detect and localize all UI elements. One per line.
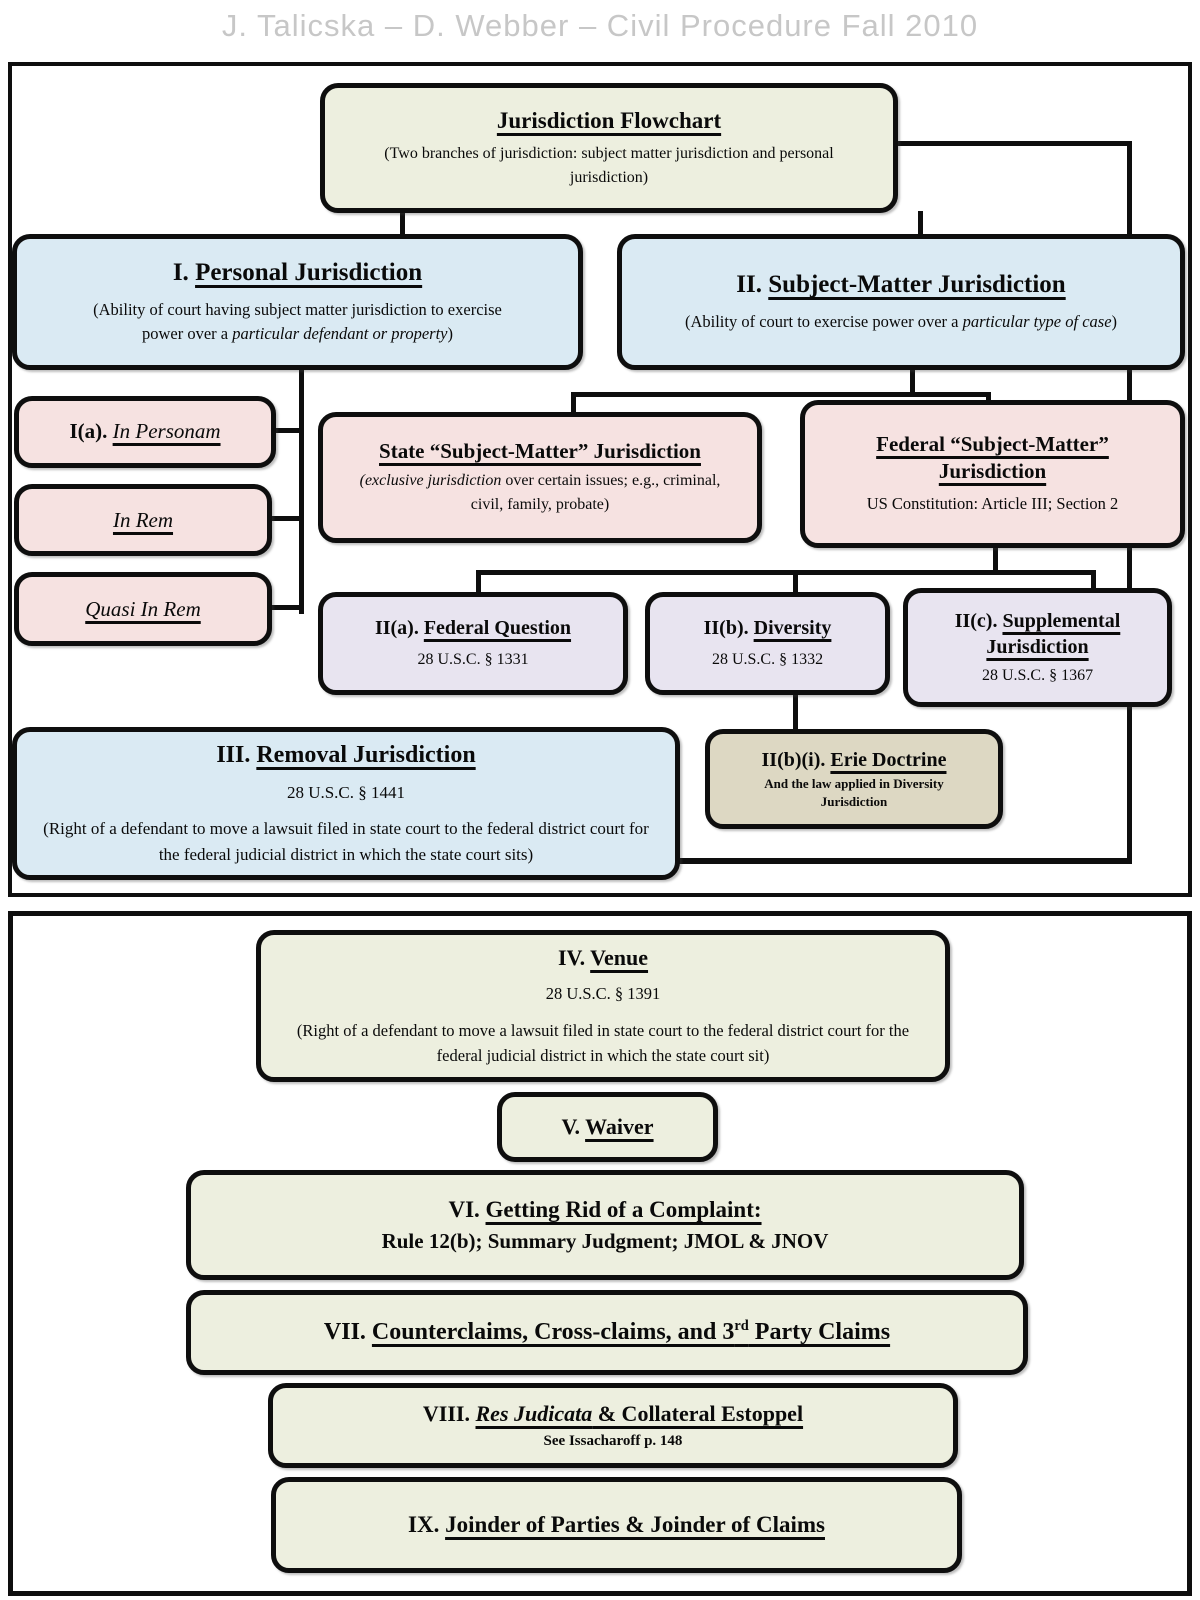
connector-removal-bottom-horizontal	[676, 858, 1132, 864]
node-personal-jurisdiction: I. Personal Jurisdiction (Ability of cou…	[12, 234, 583, 370]
connector-root-right-horizontal	[893, 141, 1132, 146]
connector-to-federal	[986, 392, 991, 402]
node-counterclaims: VII. Counterclaims, Cross-claims, and 3r…	[186, 1290, 1028, 1375]
node-in-personam: I(a). In Personam	[14, 396, 276, 468]
node-statute: 28 U.S.C. § 1331	[417, 651, 529, 668]
node-subtitle: US Constitution: Article III; Section 2	[866, 494, 1119, 514]
connector-subject-matter-stub	[910, 368, 915, 397]
node-prefix: IX.	[408, 1512, 446, 1538]
node-in-rem: In Rem	[14, 484, 272, 556]
node-joinder: IX. Joinder of Parties & Joinder of Clai…	[271, 1477, 962, 1573]
jurisdiction-section-frame	[8, 62, 1192, 897]
node-title: Waiver	[585, 1113, 654, 1139]
node-note: See Issacharoff p. 148	[543, 1432, 683, 1449]
node-quasi-in-rem: Quasi In Rem	[14, 572, 272, 646]
node-title: Res Judicata & Collateral Estoppel	[475, 1400, 804, 1426]
node-prefix: VIII.	[422, 1400, 476, 1426]
node-line2: Rule 12(b); Summary Judgment; JMOL & JNO…	[381, 1228, 829, 1253]
node-statute: 28 U.S.C. § 1391	[545, 984, 661, 1004]
connector-root-subject-matter	[918, 211, 923, 236]
node-title: In Personam	[112, 419, 221, 444]
connector-root-personal	[400, 211, 405, 236]
connector-in-personam-stub	[274, 428, 302, 433]
node-title: In Rem	[112, 507, 174, 532]
node-subtitle: (Right of a defendant to move a lawsuit …	[296, 1020, 910, 1065]
node-title: Diversity	[753, 617, 832, 639]
node-title: Supplemental Jurisdiction	[986, 609, 1121, 658]
connector-to-supplemental	[1091, 570, 1096, 590]
node-removal-jurisdiction: III. Removal Jurisdiction 28 U.S.C. § 14…	[12, 727, 680, 880]
node-supplemental-jurisdiction: II(c). Supplemental Jurisdiction 28 U.S.…	[903, 588, 1172, 707]
connector-federal-children-horizontal	[476, 570, 1096, 575]
connector-to-diversity	[793, 570, 798, 594]
node-diversity: II(b). Diversity 28 U.S.C. § 1332	[645, 592, 890, 695]
node-prefix: II(b)(i).	[761, 748, 831, 771]
node-statute: 28 U.S.C. § 1441	[286, 782, 406, 802]
node-title: Erie Doctrine	[830, 748, 947, 771]
node-title: Federal “Subject-Matter” Jurisdiction	[876, 431, 1109, 484]
node-prefix: V.	[561, 1113, 586, 1139]
connector-federal-stub	[993, 546, 998, 572]
connector-smj-horizontal	[571, 392, 991, 397]
connector-to-federal-question	[476, 570, 481, 594]
node-getting-rid-of-complaint: VI. Getting Rid of a Complaint: Rule 12(…	[186, 1170, 1024, 1280]
connector-personal-vertical	[299, 368, 304, 614]
node-title: Subject-Matter Jurisdiction	[768, 271, 1066, 299]
node-statute: 28 U.S.C. § 1332	[711, 651, 824, 668]
node-subtitle: (Right of a defendant to move a lawsuit …	[43, 819, 649, 864]
node-title: Joinder of Parties & Joinder of Claims	[445, 1512, 825, 1538]
node-state-smj: State “Subject-Matter” Jurisdiction (exc…	[318, 412, 762, 543]
node-prefix: II(c).	[954, 609, 1003, 632]
node-title: Counterclaims, Cross-claims, and 3rd Par…	[371, 1317, 891, 1345]
connector-right-to-subject-matter	[1127, 141, 1132, 238]
node-subtitle: (Ability of court having subject matter …	[93, 299, 502, 344]
node-subtitle: (Two branches of jurisdiction: subject m…	[384, 145, 834, 187]
node-federal-smj: Federal “Subject-Matter” Jurisdiction US…	[800, 400, 1185, 548]
connector-federal-to-supplemental	[1127, 544, 1132, 592]
node-prefix: I(a).	[69, 419, 113, 444]
node-waiver: V. Waiver	[497, 1092, 718, 1162]
node-title: Venue	[590, 944, 649, 970]
page-header: J. Talicska – D. Webber – Civil Procedur…	[0, 8, 1200, 44]
node-statute: 28 U.S.C. § 1367	[981, 666, 1094, 684]
node-title: Quasi In Rem	[85, 596, 201, 621]
node-title: Removal Jurisdiction	[256, 741, 476, 768]
node-prefix: II(b).	[703, 617, 754, 639]
node-title: Personal Jurisdiction	[195, 259, 423, 286]
pretrial-section-frame	[8, 911, 1192, 1596]
connector-subject-matter-to-federal	[1127, 368, 1132, 404]
node-prefix: VII.	[323, 1318, 372, 1345]
connector-quasi-in-rem-stub	[270, 605, 304, 610]
node-title: Getting Rid of a Complaint:	[485, 1196, 762, 1222]
node-venue: IV. Venue 28 U.S.C. § 1391 (Right of a d…	[256, 930, 950, 1082]
node-erie-doctrine: II(b)(i). Erie Doctrine And the law appl…	[705, 729, 1003, 829]
node-prefix: IV.	[557, 944, 591, 970]
connector-to-state	[571, 392, 576, 414]
node-prefix: II.	[736, 271, 769, 299]
node-prefix: VI.	[448, 1196, 486, 1222]
node-prefix: III.	[216, 741, 257, 768]
node-subject-matter-jurisdiction: II. Subject-Matter Jurisdiction (Ability…	[617, 234, 1185, 370]
node-subtitle: (exclusive jurisdiction over certain iss…	[359, 472, 721, 514]
connector-diversity-erie	[793, 693, 798, 731]
node-federal-question: II(a). Federal Question 28 U.S.C. § 1331	[318, 592, 628, 695]
node-title: Jurisdiction Flowchart	[496, 107, 722, 133]
node-subtitle: (Ability of court to exercise power over…	[684, 311, 1118, 331]
connector-supplemental-down	[1127, 705, 1132, 864]
node-prefix: II(a).	[374, 617, 424, 639]
node-jurisdiction-flowchart: Jurisdiction Flowchart (Two branches of …	[320, 83, 898, 213]
node-title: Federal Question	[423, 617, 572, 639]
connector-in-rem-stub	[270, 516, 304, 521]
node-title: State “Subject-Matter” Jurisdiction	[379, 438, 701, 463]
node-subtitle: And the law applied in Diversity Jurisdi…	[764, 775, 944, 809]
node-res-judicata: VIII. Res Judicata & Collateral Estoppel…	[268, 1383, 958, 1468]
node-prefix: I.	[172, 259, 196, 286]
page-header-title: J. Talicska – D. Webber – Civil Procedur…	[221, 8, 979, 43]
